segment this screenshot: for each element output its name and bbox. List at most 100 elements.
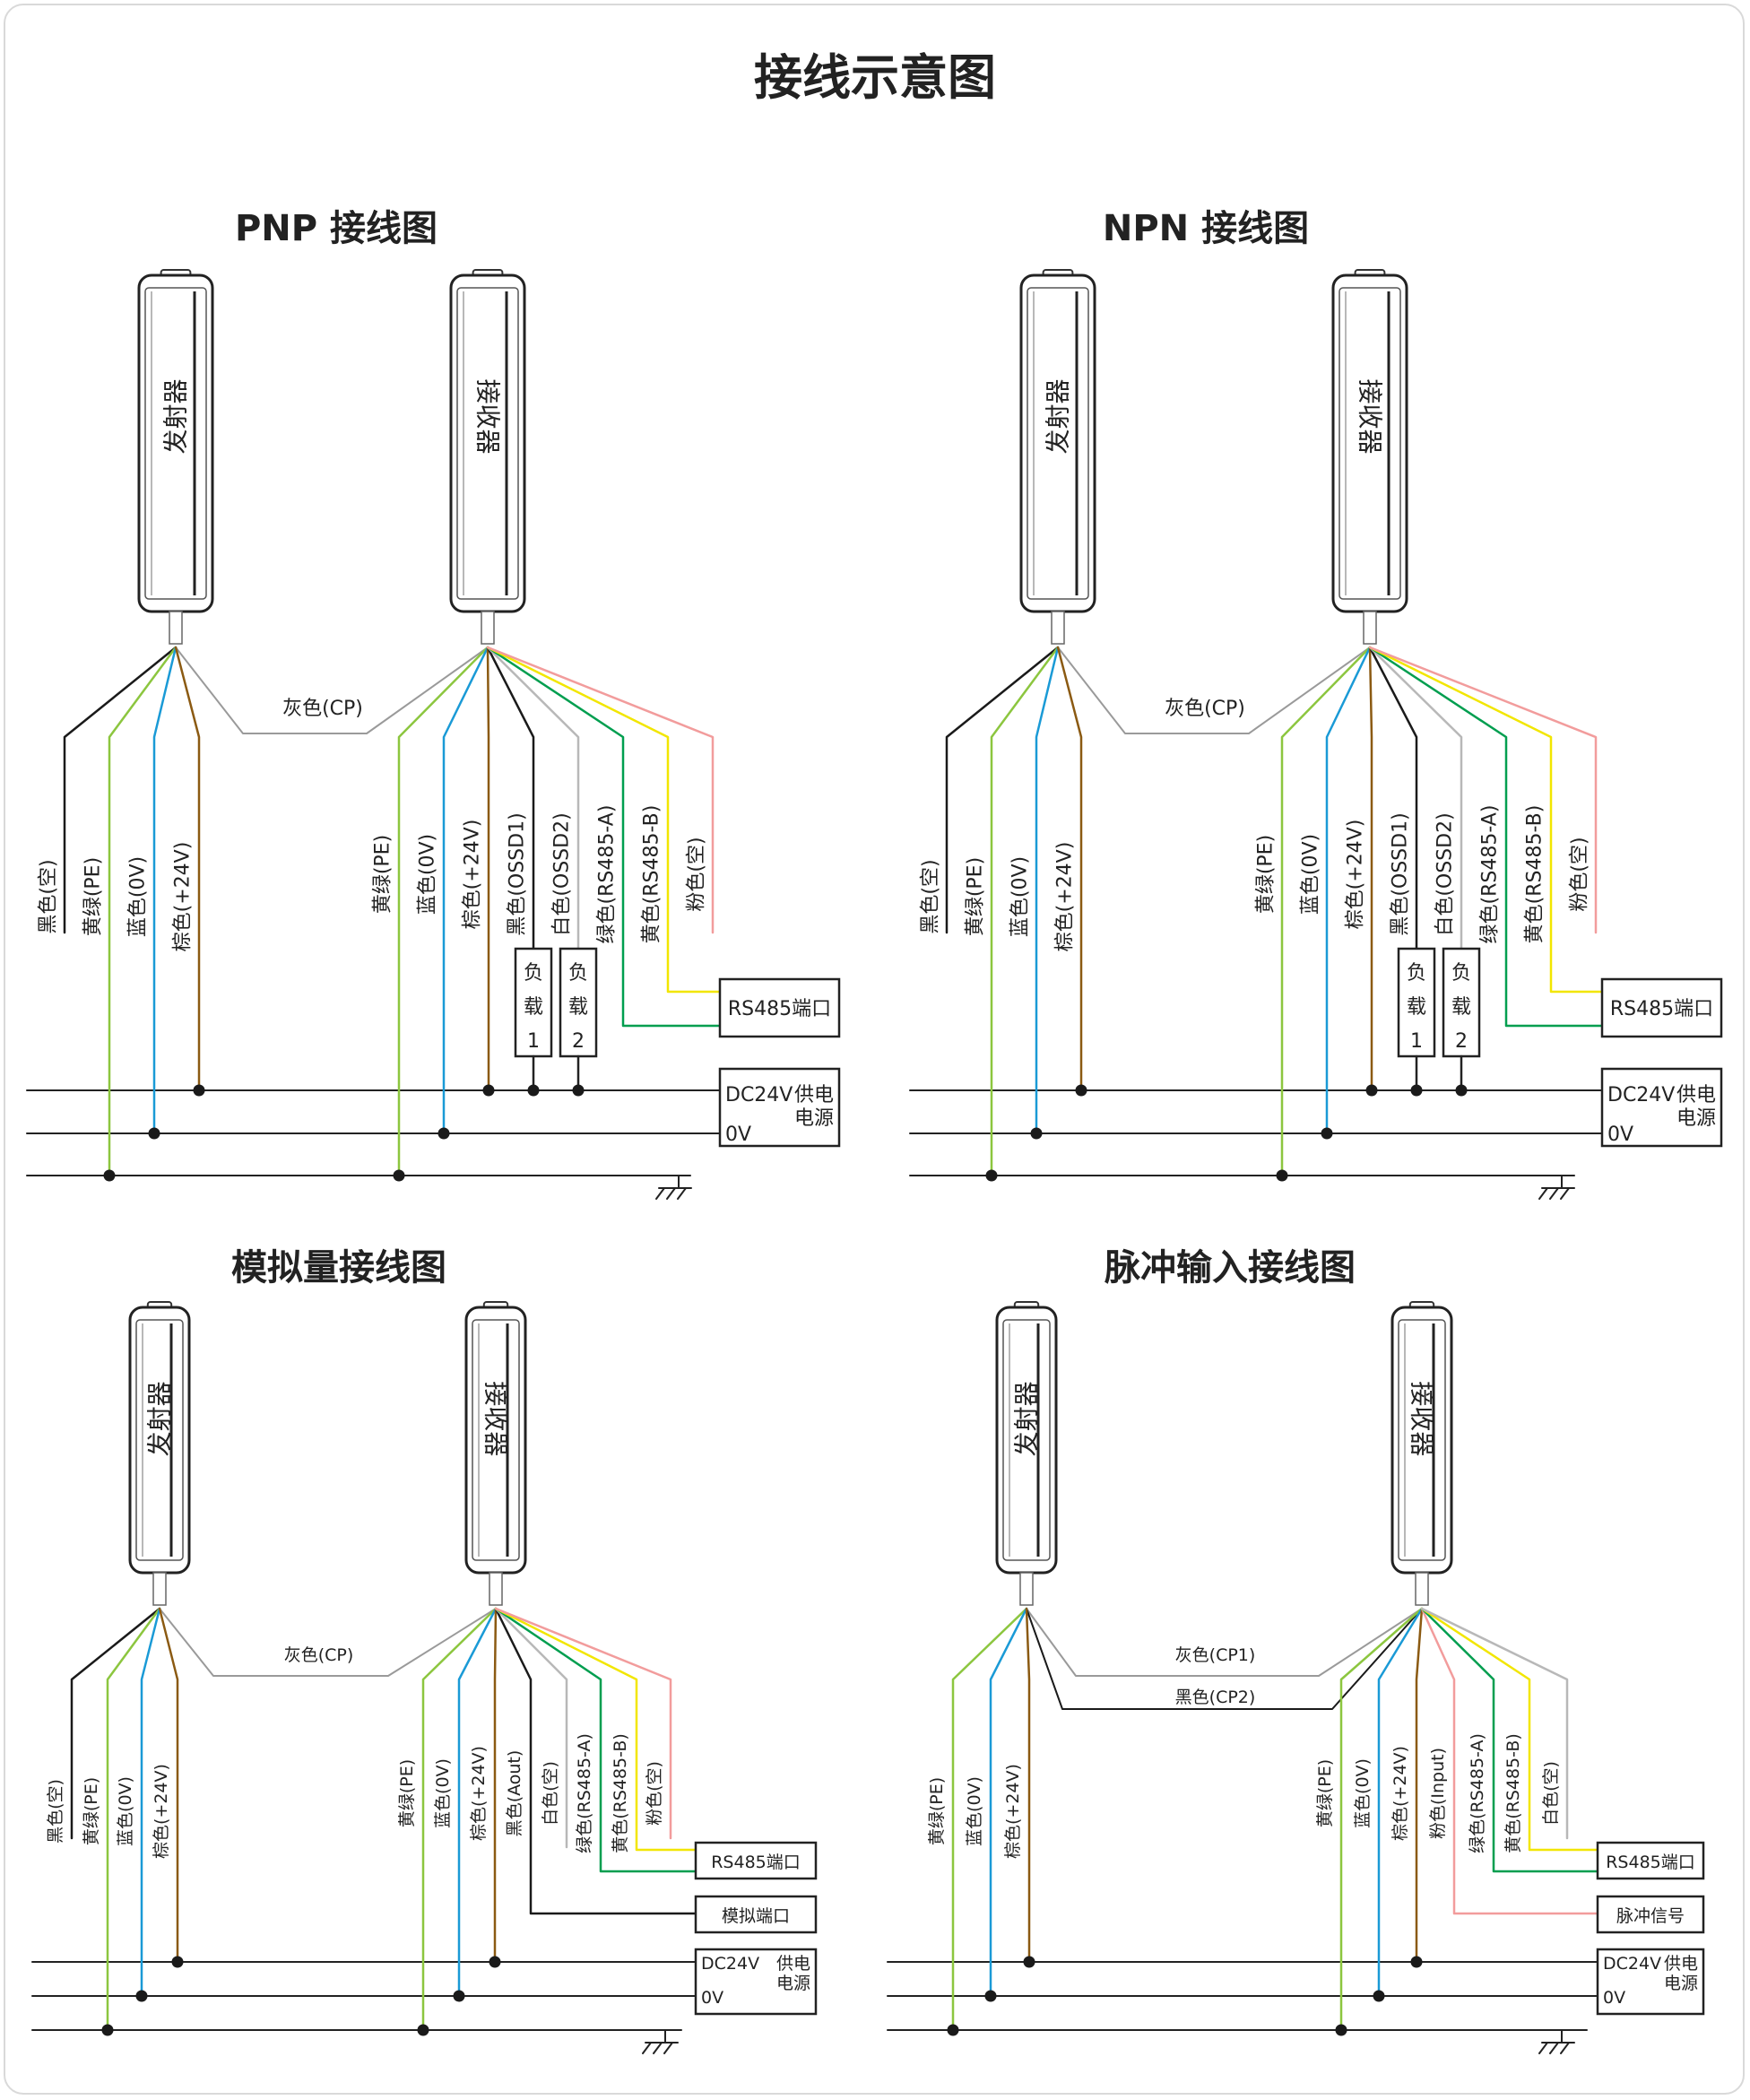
junction-dot xyxy=(1075,1084,1087,1097)
emitter-wire-label: 黄绿(PE) xyxy=(965,857,987,936)
load-label: 1 xyxy=(527,1030,540,1053)
receiver-device: 接收器 xyxy=(1331,269,1408,645)
ground-hatch xyxy=(677,1187,687,1200)
load-label: 2 xyxy=(1455,1030,1468,1053)
receiver-wire-label: 蓝色(0V) xyxy=(433,1758,453,1828)
emitter-wire xyxy=(1035,646,1060,1135)
junction-dot xyxy=(101,2024,114,2036)
power-dc-label: DC24V xyxy=(1603,1954,1661,1974)
emitter-wire xyxy=(158,1607,179,1964)
power-source-label: 电源 xyxy=(794,1107,834,1130)
receiver-device: 接收器 xyxy=(449,269,526,645)
receiver-wire-label: 黄色(RS485-B) xyxy=(611,1733,630,1853)
power-source-label: 电源 xyxy=(1664,1974,1698,1993)
receiver-wire xyxy=(1368,646,1418,950)
load-label: 负 xyxy=(1407,962,1426,985)
receiver-wire-label: 棕色(+24V) xyxy=(469,1746,489,1841)
receiver-wire xyxy=(442,646,489,1135)
cable-stub xyxy=(152,1572,167,1606)
link-wire xyxy=(1026,1608,1423,1677)
receiver-wire-label: 黄色(RS485-B) xyxy=(641,805,663,944)
junction-dot xyxy=(1410,1956,1423,1968)
receiver-wire-label: 棕色(+24V) xyxy=(462,820,484,930)
ground-hatch xyxy=(642,2042,652,2054)
junction-dot xyxy=(438,1127,450,1140)
port-label: RS485端口 xyxy=(1610,998,1713,1020)
receiver-wire-label: 粉色(Input) xyxy=(1428,1748,1448,1839)
device-label: 接收器 xyxy=(1356,378,1385,454)
port-label: RS485端口 xyxy=(711,1853,801,1872)
power-supply-label: 供电 xyxy=(1676,1084,1716,1106)
emitter-wire xyxy=(140,1607,161,1998)
junction-dot xyxy=(1023,1956,1035,1968)
receiver-wire xyxy=(1325,646,1372,1135)
cable-stub xyxy=(1415,1572,1429,1606)
receiver-wire xyxy=(421,1607,498,2032)
receiver-wire xyxy=(486,646,715,934)
device-label: 发射器 xyxy=(161,378,191,454)
power-box xyxy=(694,1948,818,2016)
ground-hatch xyxy=(663,2042,673,2054)
power-dc-label: DC24V xyxy=(725,1084,793,1106)
device-window xyxy=(1027,287,1089,600)
cable-stub xyxy=(481,611,495,645)
emitter-device: 发射器 xyxy=(137,269,214,645)
receiver-wire xyxy=(486,646,722,994)
port-label: 模拟端口 xyxy=(722,1906,790,1926)
receiver-wire xyxy=(1368,646,1373,1092)
receiver-wire-label: 黄绿(PE) xyxy=(372,835,394,914)
panel-title: PNP 接线图 xyxy=(235,208,438,249)
link-wire-label: 黑色(CP2) xyxy=(1175,1688,1256,1707)
emitter-wire xyxy=(63,646,178,934)
power-0v-label: 0V xyxy=(701,1988,723,2008)
junction-dot xyxy=(1373,1990,1385,2002)
power-box xyxy=(1600,1067,1723,1148)
device-window xyxy=(1338,287,1401,600)
device-label: 发射器 xyxy=(1012,1381,1042,1456)
junction-dot xyxy=(1276,1169,1288,1182)
port-box xyxy=(694,1841,818,1880)
load-label: 载 xyxy=(568,996,588,1019)
load-label: 载 xyxy=(524,996,543,1019)
emitter-wire xyxy=(152,646,178,1135)
cable-stub xyxy=(489,1572,503,1606)
cable-stub xyxy=(1051,611,1065,645)
junction-dot xyxy=(985,1169,998,1182)
device-window xyxy=(1002,1319,1051,1561)
junction-dot xyxy=(947,2024,959,2036)
receiver-wire xyxy=(1339,1607,1424,2032)
receiver-wire xyxy=(494,1607,697,1873)
junction-dot xyxy=(984,1990,997,2002)
device-window xyxy=(456,287,519,600)
port-box xyxy=(694,1895,818,1934)
receiver-wire xyxy=(457,1607,498,1998)
power-dc-label: DC24V xyxy=(1607,1084,1675,1106)
receiver-wire xyxy=(494,1607,672,1840)
junction-dot xyxy=(193,1084,205,1097)
emitter-wire-label: 棕色(+24V) xyxy=(1054,842,1077,952)
junction-dot xyxy=(393,1169,405,1182)
receiver-wire-label: 蓝色(0V) xyxy=(1353,1758,1373,1828)
junction-dot xyxy=(135,1990,148,2002)
panel-title: 脉冲输入接线图 xyxy=(1105,1247,1356,1289)
receiver-wire-label: 蓝色(0V) xyxy=(1300,834,1322,915)
receiver-wire xyxy=(494,1607,697,1915)
load-label: 负 xyxy=(524,962,543,985)
load-box xyxy=(1397,947,1436,1058)
ground-icon xyxy=(655,1175,692,1200)
ground-icon xyxy=(1538,2029,1575,2054)
ground-hatch xyxy=(666,1187,676,1200)
power-dc-label: DC24V xyxy=(701,1954,759,1974)
emitter-wire-label: 棕色(+24V) xyxy=(1003,1764,1023,1859)
device-label: 发射器 xyxy=(1044,378,1073,454)
emitter-wire-label: 棕色(+24V) xyxy=(152,1764,171,1859)
port-box xyxy=(1596,1895,1705,1934)
load-label: 负 xyxy=(1451,962,1471,985)
junction-dot xyxy=(171,1956,184,1968)
emitter-device: 发射器 xyxy=(1019,269,1096,645)
ground-hatch xyxy=(653,2042,663,2054)
junction-dot xyxy=(148,1127,160,1140)
receiver-wire-label: 粉色(空) xyxy=(686,837,708,911)
load-label: 2 xyxy=(572,1030,585,1053)
